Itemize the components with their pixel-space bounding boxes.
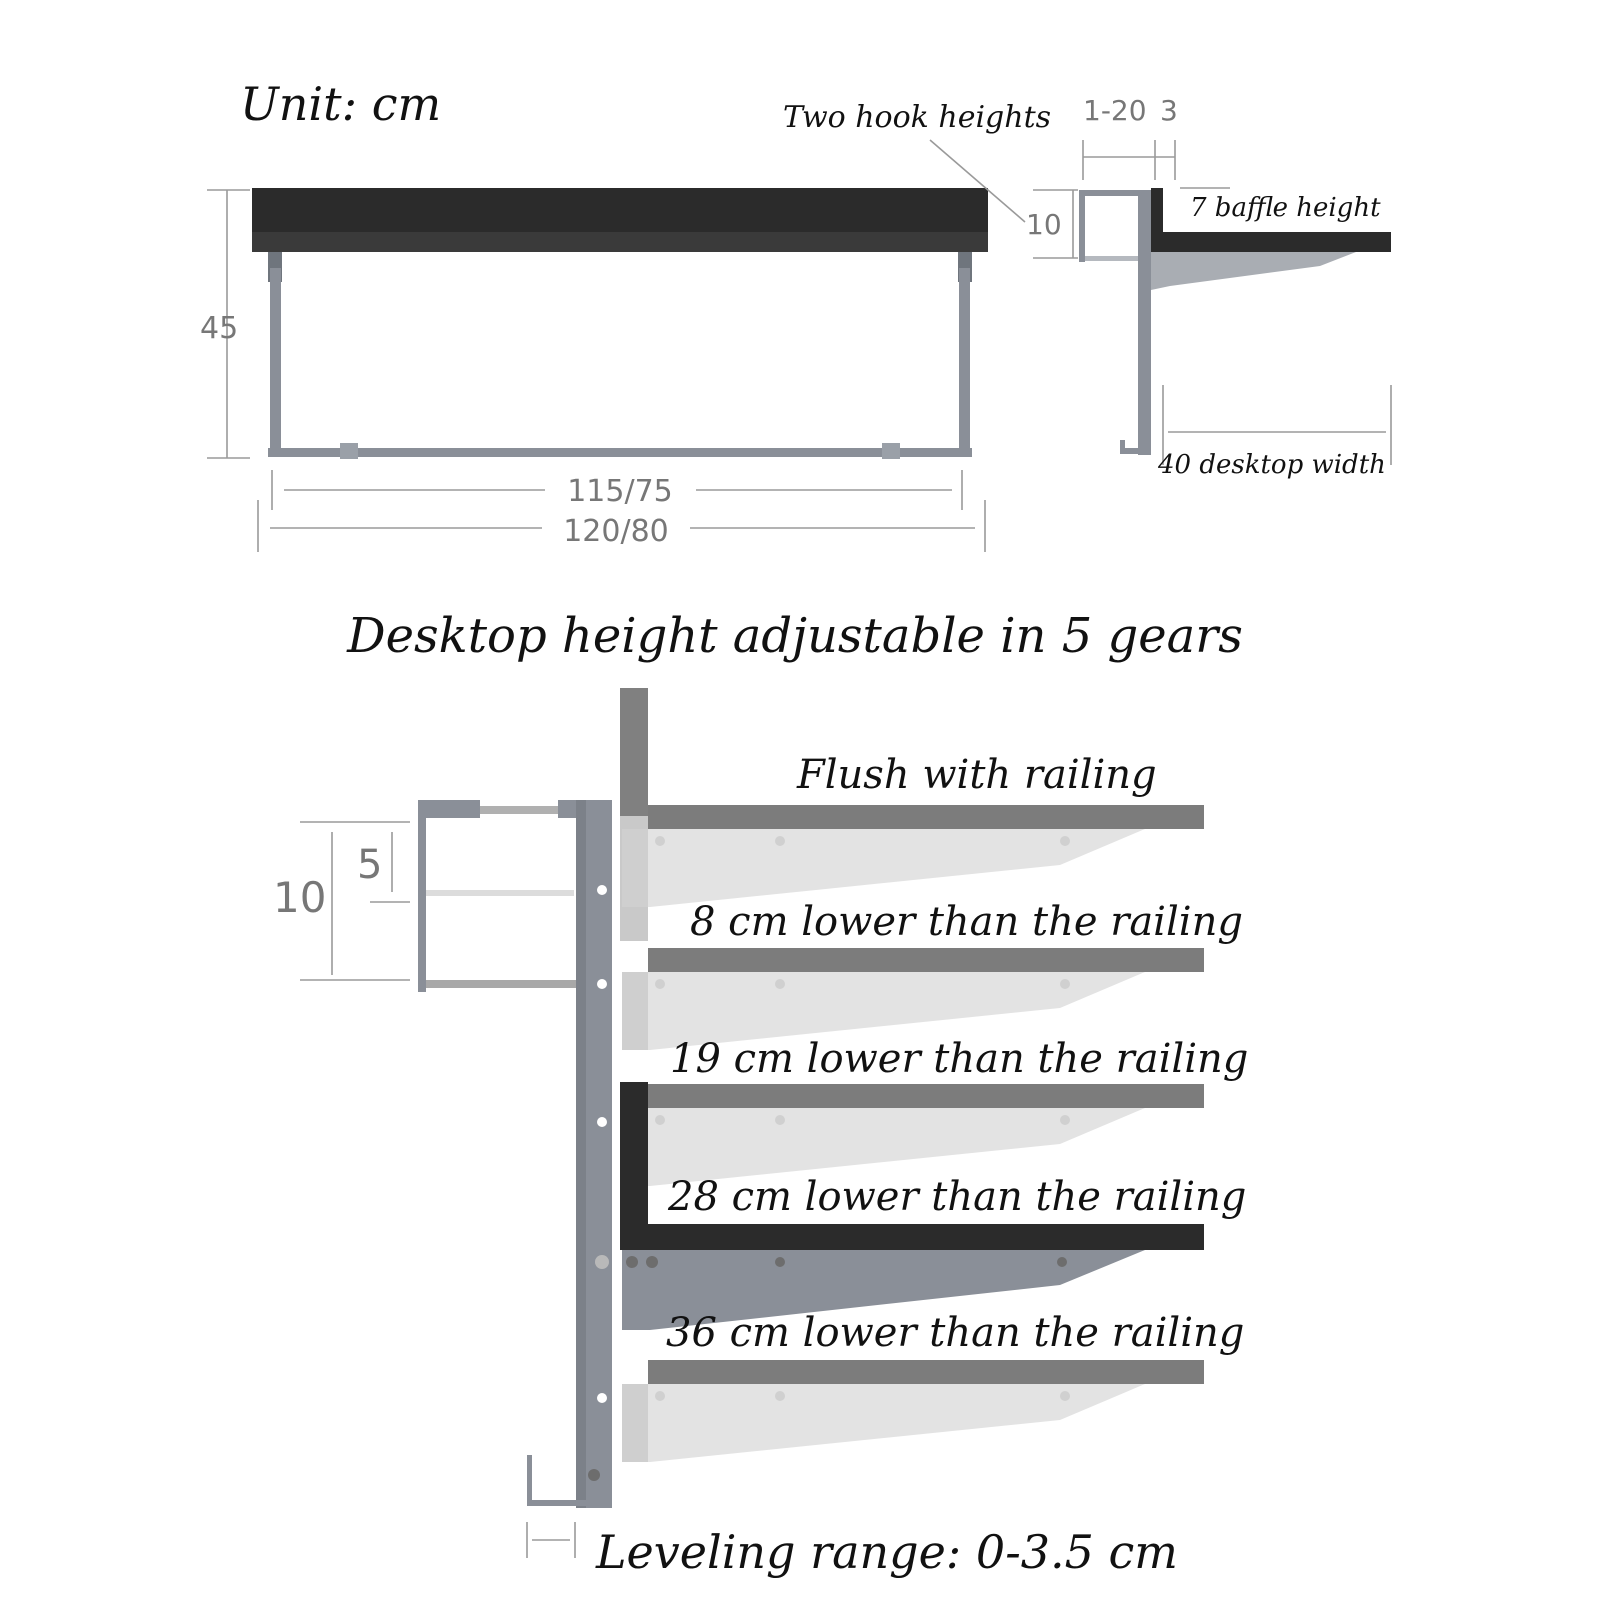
hook-label: Two hook heights [783, 100, 1051, 135]
height-dim-text: 45 [200, 311, 238, 346]
bottom-clip-right [882, 443, 900, 459]
level-baffle-4 [622, 1384, 648, 1462]
level-shelf-3 [648, 1084, 1204, 1108]
side-hook-bar [1085, 256, 1141, 261]
hook-height-text: 10 [1026, 208, 1062, 241]
side-bracket [1151, 252, 1356, 290]
post-hole-4 [595, 1255, 609, 1269]
active-bolt-4 [1057, 1257, 1067, 1267]
active-bolt-3 [775, 1257, 785, 1267]
right-leg [959, 268, 970, 456]
left-leg [270, 268, 281, 456]
level-shelf-2 [648, 948, 1204, 972]
level-bracket-2 [622, 972, 1145, 1050]
level-baffle-2 [622, 972, 648, 1050]
hook-inner-text: 5 [357, 842, 382, 888]
front-desktop [252, 188, 988, 232]
side-foot-lip [1120, 440, 1125, 454]
gears-hook-outer [418, 800, 426, 992]
side-post [1138, 190, 1151, 455]
gears-post-edge [576, 800, 586, 1508]
gears-hook-rod-top [480, 806, 558, 814]
hook-leader-line [929, 139, 1026, 223]
side-baffle [1151, 188, 1163, 232]
active-desktop [620, 1224, 1204, 1250]
outer-width-text: 120/80 [563, 514, 669, 549]
level-bolt-2-2 [775, 979, 785, 989]
hook-outer-text: 10 [273, 873, 326, 922]
level-label-2: 8 cm lower than the railing [690, 899, 1243, 945]
level-bracket-4 [622, 1384, 1145, 1462]
level-label-3: 19 cm lower than the railing [670, 1036, 1248, 1082]
desktop-width-label: 40 desktop width [1157, 450, 1386, 480]
level-bolt-3-1 [655, 1115, 665, 1125]
level-bolt-4-2 [775, 1391, 785, 1401]
gears-hook-top-cap [558, 800, 580, 818]
level-bolt-3-2 [775, 1115, 785, 1125]
gears-foot [527, 1500, 612, 1506]
level-shelf-1 [648, 805, 1204, 829]
level-bolt-2-1 [655, 979, 665, 989]
level-bolt-1-2 [775, 836, 785, 846]
post-hole-3 [597, 1117, 607, 1127]
side-hook-top [1079, 190, 1139, 196]
post-bolt [588, 1469, 600, 1481]
level-label-4: 28 cm lower than the railing [667, 1174, 1246, 1220]
level-bolt-1-1 [655, 836, 665, 846]
gears-hook-rod-mid [426, 890, 574, 896]
post-hole-5 [597, 1393, 607, 1403]
side-view: Two hook heights 1-20 3 10 7 baffle heig… [783, 94, 1392, 480]
gears-title: Desktop height adjustable in 5 gears [346, 608, 1243, 664]
level-bolt-2-3 [1060, 979, 1070, 989]
railing-post [620, 688, 648, 816]
gears-foot-lip [527, 1455, 532, 1506]
baffle-label: 7 baffle height [1190, 193, 1381, 223]
front-desktop-edge [252, 232, 988, 252]
post-hole-2 [597, 979, 607, 989]
gears-hook-top-block [418, 800, 480, 818]
gear-levels [622, 805, 1204, 1462]
level-bracket-1 [622, 829, 1145, 907]
level-label-1: Flush with railing [796, 752, 1157, 798]
gears-hook-rod-bottom [426, 980, 578, 988]
bottom-clip-left [340, 443, 358, 459]
active-bracket [622, 1250, 1145, 1330]
unit-label: Unit: cm [240, 77, 441, 131]
side-hook-outer [1079, 190, 1085, 262]
active-bolt-2 [646, 1256, 658, 1268]
gears-diagram: 10 5 Flush with railing 8 cm lower than … [273, 688, 1248, 1579]
inner-width-text: 115/75 [567, 474, 673, 509]
side-desktop [1151, 232, 1391, 252]
level-shelf-4 [648, 1360, 1204, 1384]
level-bolt-4-3 [1060, 1391, 1070, 1401]
active-bolt-1 [626, 1256, 638, 1268]
leveling-label: Leveling range: 0-3.5 cm [595, 1525, 1178, 1579]
level-baffle-1 [622, 829, 648, 907]
thickness-text: 3 [1160, 94, 1178, 127]
active-baffle [620, 1082, 648, 1224]
level-bolt-3-3 [1060, 1115, 1070, 1125]
hook-gap-text: 1-20 [1083, 94, 1147, 127]
level-bolt-1-3 [1060, 836, 1070, 846]
level-label-5: 36 cm lower than the railing [666, 1310, 1244, 1356]
side-foot [1120, 448, 1151, 454]
front-view: 45 115/75 120/80 [200, 188, 988, 552]
bottom-bar [268, 448, 972, 457]
level-bolt-4-1 [655, 1391, 665, 1401]
post-hole-1 [597, 885, 607, 895]
level-bracket-3 [622, 1108, 1145, 1186]
